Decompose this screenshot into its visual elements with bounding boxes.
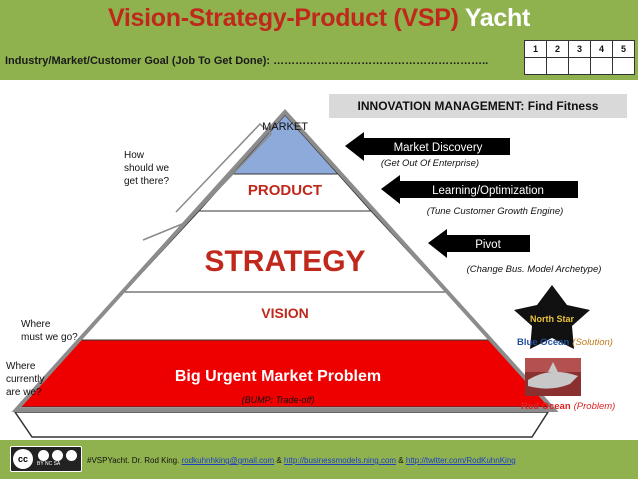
how-bracket-lower bbox=[142, 221, 188, 241]
bump-sublabel: (BUMP: Trade-off) bbox=[242, 395, 315, 405]
product-label: PRODUCT bbox=[248, 182, 322, 199]
score-cell-5[interactable] bbox=[612, 57, 635, 75]
where-go-line-2: must we go? bbox=[21, 332, 78, 343]
twitter-link[interactable]: http://twitter.com/RodKuhnKing bbox=[405, 456, 516, 465]
arrow-pivot-label: Pivot bbox=[475, 239, 501, 251]
red-ocean-text: Red Ocean bbox=[521, 401, 571, 412]
by-icon bbox=[38, 450, 49, 461]
red-ocean-sub: (Problem) bbox=[574, 401, 616, 412]
pyramid-outline bbox=[11, 109, 559, 412]
vision-label: VISION bbox=[261, 305, 308, 321]
where-now-question: Where currently are we? bbox=[6, 360, 44, 399]
arrow-pivot bbox=[428, 229, 530, 258]
score-5: 5 bbox=[612, 40, 635, 58]
arrow-market-discovery-sub: (Get Out Of Enterprise) bbox=[381, 158, 479, 169]
innovation-banner: INNOVATION MANAGEMENT: Find Fitness bbox=[329, 94, 627, 118]
yacht-hull bbox=[13, 411, 550, 438]
bump-label: Big Urgent Market Problem bbox=[175, 368, 381, 385]
footer-amp-2: & bbox=[398, 456, 404, 465]
footer-credits: #VSPYacht. Dr. Rod King. rodkuhnhking@gm… bbox=[87, 456, 516, 465]
where-now-line-1: Where bbox=[6, 361, 36, 372]
cc-icon: cc bbox=[13, 449, 33, 469]
page-title: Vision-Strategy-Product (VSP) Yacht bbox=[0, 4, 638, 33]
footer-band bbox=[0, 440, 638, 479]
goal-line: Industry/Market/Customer Goal (Job To Ge… bbox=[5, 55, 489, 67]
ning-link[interactable]: http://businessmodels.ning.com bbox=[284, 456, 397, 465]
title-yacht: Yacht bbox=[464, 4, 531, 32]
blue-ocean-sub: (Solution) bbox=[572, 337, 613, 348]
strategy-label: STRATEGY bbox=[204, 245, 365, 278]
where-go-line-1: Where bbox=[21, 319, 51, 330]
sa-icon bbox=[66, 450, 77, 461]
title-main: Vision-Strategy-Product (VSP) bbox=[107, 4, 459, 32]
nc-icon bbox=[52, 450, 63, 461]
red-ocean-label: Red Ocean(Problem) bbox=[521, 401, 615, 412]
arrow-market-discovery-label: Market Discovery bbox=[394, 142, 483, 154]
shark-image bbox=[525, 358, 581, 396]
how-question: How should we get there? bbox=[124, 149, 169, 188]
where-go-question: Where must we go? bbox=[21, 318, 78, 344]
cc-license-badge[interactable]: cc BY NC SA bbox=[10, 446, 82, 472]
how-line-1: How bbox=[124, 150, 145, 161]
arrow-market-discovery bbox=[345, 132, 510, 161]
north-star-icon bbox=[514, 285, 590, 349]
cc-badge-labels: BY NC SA bbox=[37, 461, 61, 467]
arrow-learning-label: Learning/Optimization bbox=[432, 185, 544, 197]
market-label: MARKET bbox=[262, 121, 308, 133]
blue-ocean-text: Blue Ocean bbox=[517, 337, 569, 348]
blue-ocean-label: Blue Ocean(Solution) bbox=[517, 337, 613, 348]
arrow-learning bbox=[381, 175, 578, 204]
email-link[interactable]: rodkuhnhking@gmail.com bbox=[181, 456, 275, 465]
arrow-pivot-sub: (Change Bus. Model Archetype) bbox=[467, 264, 602, 275]
where-now-line-2: currently bbox=[6, 374, 45, 385]
footer-amp-1: & bbox=[276, 456, 282, 465]
how-line-2: should we bbox=[124, 163, 170, 174]
arrow-learning-sub: (Tune Customer Growth Engine) bbox=[427, 206, 564, 217]
north-star-label: North Star bbox=[530, 314, 575, 324]
footer-prefix: #VSPYacht. Dr. Rod King. bbox=[87, 456, 180, 465]
how-line-3: get there? bbox=[124, 176, 170, 187]
where-now-line-3: are we? bbox=[6, 387, 42, 398]
how-bracket bbox=[175, 122, 273, 223]
score-table: 1 2 3 4 5 bbox=[524, 40, 635, 75]
